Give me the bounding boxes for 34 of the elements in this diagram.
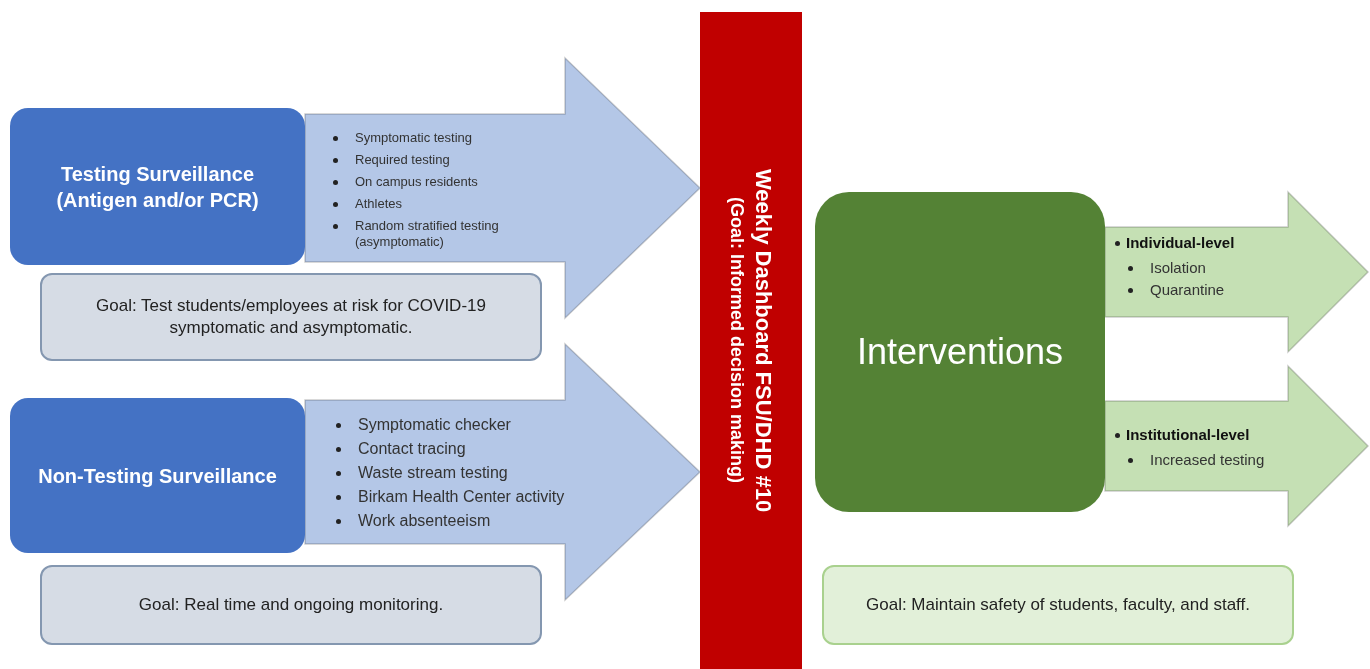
list-item: Contact tracing xyxy=(358,439,466,459)
block-arrow xyxy=(304,56,702,320)
list-item: Institutional-level xyxy=(1126,426,1250,444)
list-item: Random stratified testing (asymptomatic) xyxy=(355,218,500,250)
list-item: Isolation xyxy=(1150,259,1206,277)
node-title: Goal: Real time and ongoing monitoring. xyxy=(138,593,444,616)
list-item: Work absenteeism xyxy=(358,511,491,531)
node-title: Testing Surveillance (Antigen and/or PCR) xyxy=(55,161,260,213)
process-box xyxy=(10,398,305,553)
node-title: Goal: Maintain safety of students, faculty, and staff. xyxy=(866,593,1250,616)
process-box xyxy=(815,192,1105,512)
node-title: Non-Testing Surveillance xyxy=(38,463,277,489)
list-item: On campus residents xyxy=(355,174,478,190)
node-title: Weekly Dashboard FSU/DHD #10 xyxy=(750,168,777,513)
list-item: Athletes xyxy=(355,196,402,212)
goal-box xyxy=(40,273,542,361)
block-arrow xyxy=(1104,364,1370,528)
block-arrow xyxy=(1104,190,1370,354)
list-item: Waste stream testing xyxy=(358,463,508,483)
goal-box xyxy=(822,565,1294,645)
node-title: Goal: Test students/employees at risk for COVID-19 symptomatic and asymptomatic. xyxy=(95,294,487,339)
list-item: Individual-level xyxy=(1126,234,1235,252)
process-box xyxy=(10,108,305,265)
list-item: Increased testing xyxy=(1150,451,1265,469)
list-item: Quarantine xyxy=(1150,281,1225,299)
node-title: Interventions xyxy=(856,329,1064,374)
list-item: Symptomatic testing xyxy=(355,130,473,146)
node-subtitle: (Goal: Informed decision making) xyxy=(726,197,749,484)
list-item: Birkam Health Center activity xyxy=(358,487,565,507)
list-item: Required testing xyxy=(355,152,450,168)
goal-box xyxy=(40,565,542,645)
dashboard-bar xyxy=(700,12,802,669)
block-arrow xyxy=(304,342,702,602)
list-item: Symptomatic checker xyxy=(358,415,511,435)
